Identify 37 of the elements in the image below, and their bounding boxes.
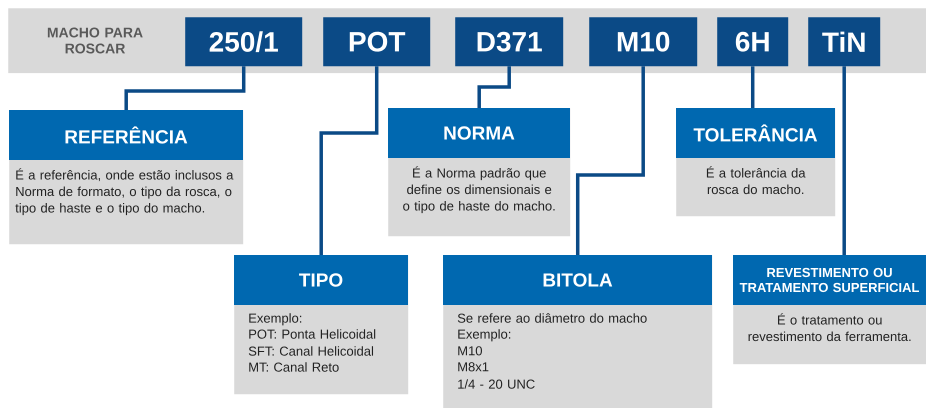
code-box: M10 (589, 17, 698, 66)
card-text: É a tolerância da rosca do macho. (706, 166, 806, 194)
info-card (234, 255, 408, 394)
card-text: POT: Ponta Helicoidal (249, 329, 376, 339)
info-card (388, 108, 570, 236)
connector-line (842, 66, 846, 255)
connector-line (576, 66, 645, 255)
card-text: Exemplo: (458, 329, 510, 342)
card-heading: TIPO (299, 273, 342, 287)
card-heading: BITOLA (544, 273, 612, 287)
code-box: 6H (717, 17, 788, 66)
connector-line (124, 66, 246, 110)
code-box: 250/1 (185, 17, 302, 66)
code-box: POT (323, 17, 430, 66)
card-text: É o tratamento ou revestimento da ferramenta. (748, 313, 910, 342)
info-card (676, 108, 836, 216)
card-text: É a referência, onde estão inclusos a Norma de formato, o tipo da rosca, o tipo de haste e o tipo do macho. (15, 168, 234, 216)
info-card (9, 110, 244, 244)
connector-line (477, 66, 511, 108)
card-heading: REVESTIMENTO OU TRATAMENTO SUPERFICIAL (740, 268, 919, 292)
connector-line (750, 66, 754, 108)
card-text: M8x1 (458, 362, 488, 372)
code-box: D371 (455, 17, 564, 66)
card-heading: NORMA (444, 126, 514, 140)
info-card (733, 255, 926, 364)
card-text: M10 (458, 346, 482, 356)
connector-line (319, 66, 378, 255)
card-text: Se refere ao diâmetro do macho (458, 313, 647, 323)
code-box: TiN (808, 17, 880, 66)
info-card (443, 255, 712, 408)
card-text: SFT: Canal Helicoidal (248, 346, 374, 356)
card-text: MT: Canal Reto (249, 362, 339, 372)
card-text: 1/4 - 20 UNC (458, 379, 535, 389)
card-heading: TOLERÂNCIA (694, 124, 818, 142)
card-text: É a Norma padrão que define os dimensionais e o tipo de haste do macho. (403, 166, 555, 214)
card-heading: REFERÊNCIA (66, 126, 188, 144)
card-text: Exemplo: (249, 313, 302, 326)
